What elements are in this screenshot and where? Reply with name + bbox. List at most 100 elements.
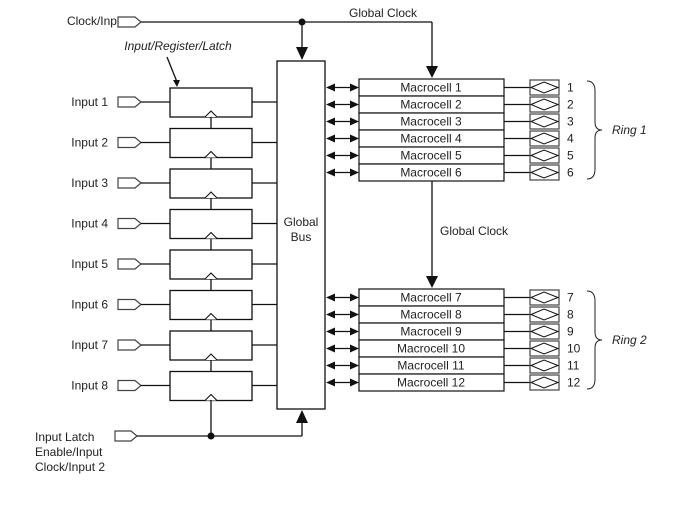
arrow-left-icon <box>326 117 335 126</box>
arrow-right-icon <box>350 378 359 387</box>
clock-triangle-icon <box>204 110 218 118</box>
macrocell-label: Macrocell 12 <box>397 376 465 390</box>
ring-label: Ring 1 <box>612 123 647 137</box>
ring-label: Ring 2 <box>612 333 647 347</box>
arrow-left-icon <box>326 310 335 319</box>
arrow-left-icon <box>326 344 335 353</box>
io-buffer-icon <box>529 115 560 128</box>
clock-triangle-icon <box>204 272 218 280</box>
io-buffer-icon <box>529 325 560 338</box>
arrow-right-icon <box>350 83 359 92</box>
arrow-right-icon <box>350 117 359 126</box>
arrow-left-icon <box>326 378 335 387</box>
arrow-down-icon <box>426 276 438 288</box>
macrocell-label: Macrocell 3 <box>400 115 462 129</box>
input-row: Input 4 <box>71 208 277 250</box>
global-bus-label-line1: Global <box>284 215 319 229</box>
pin-number: 5 <box>567 149 574 163</box>
input-pin-icon <box>117 339 142 351</box>
pin-number: 9 <box>567 325 574 339</box>
io-buffer-icon <box>529 342 560 355</box>
macrocell-label: Macrocell 6 <box>400 166 462 180</box>
io-buffer-icon <box>529 98 560 111</box>
clock-triangle-icon <box>204 191 218 199</box>
input-pin-icon <box>117 258 142 270</box>
arrow-right-icon <box>350 100 359 109</box>
clock-triangle-icon <box>204 393 218 401</box>
input-row: Input 6 <box>71 289 277 331</box>
arrow-right-icon <box>350 344 359 353</box>
input-row: Input 2 <box>71 127 277 169</box>
io-buffer-icon <box>529 132 560 145</box>
input-pin-icon <box>117 217 142 230</box>
io-buffer-icon <box>529 166 560 179</box>
arrow-right-icon <box>350 327 359 336</box>
arrow-left-icon <box>326 168 335 177</box>
pin-number: 2 <box>567 98 574 112</box>
macrocell-label: Macrocell 10 <box>397 342 465 356</box>
pin-number: 6 <box>567 166 574 180</box>
io-buffer-icon <box>529 291 560 304</box>
input-pin-icon <box>117 136 142 149</box>
arrow-right-icon <box>350 168 359 177</box>
io-buffer-icon <box>529 149 560 162</box>
arrow-left-icon <box>326 100 335 109</box>
arrow-right-icon <box>350 310 359 319</box>
input-row: Input 3 <box>71 168 277 210</box>
input-label: Input 2 <box>71 136 108 150</box>
io-buffer-icon <box>529 376 560 389</box>
arrow-left-icon <box>326 293 335 302</box>
input-label: Input 8 <box>71 379 108 393</box>
input-pin-icon <box>117 96 142 108</box>
arrow-left-icon <box>326 151 335 160</box>
input-pin-icon <box>117 177 142 189</box>
input-label: Input 4 <box>71 217 108 231</box>
input-pin-icon <box>117 379 142 392</box>
arrow-up-icon <box>296 410 308 423</box>
pin-number: 7 <box>567 291 574 305</box>
pin-number: 4 <box>567 132 574 146</box>
io-buffer-icon <box>529 81 560 94</box>
clock-input-1-pin-icon <box>117 16 142 28</box>
input-row: Input 5 <box>71 249 277 291</box>
arrow-left-icon <box>326 361 335 370</box>
arrow-right-icon <box>350 361 359 370</box>
pointer-arrow-icon <box>173 80 180 87</box>
input-pin-icon <box>117 298 142 311</box>
clock-triangle-icon <box>204 353 218 361</box>
caption-pointer <box>166 56 178 83</box>
io-buffer-icon <box>529 308 560 321</box>
pin-number: 8 <box>567 308 574 322</box>
clock-triangle-icon <box>204 150 218 158</box>
latch-label-line3: Clock/Input 2 <box>35 460 105 474</box>
io-buffer-icon <box>529 359 560 372</box>
pin-number: 3 <box>567 115 574 129</box>
arrow-down-icon <box>426 66 438 78</box>
arrow-left-icon <box>326 134 335 143</box>
macrocell-label: Macrocell 1 <box>400 81 462 95</box>
macrocell-label: Macrocell 9 <box>400 325 462 339</box>
macrocell-label: Macrocell 4 <box>400 132 462 146</box>
macrocell-label: Macrocell 7 <box>400 291 462 305</box>
register-caption: Input/Register/Latch <box>124 39 232 53</box>
pin-number: 11 <box>567 359 580 373</box>
clock-triangle-icon <box>204 231 218 239</box>
latch-label-line1: Input Latch <box>35 430 94 444</box>
latch-pin-icon <box>114 430 138 442</box>
input-label: Input 1 <box>71 95 108 109</box>
clock-triangle-icon <box>204 312 218 320</box>
pin-number: 10 <box>567 342 581 356</box>
input-row: Input 7 <box>71 330 277 372</box>
register-block <box>169 208 253 240</box>
global-bus-label-line2: Bus <box>291 230 312 244</box>
arrow-left-icon <box>326 327 335 336</box>
input-label: Input 7 <box>71 338 108 352</box>
latch-label-line2: Enable/Input <box>35 445 103 459</box>
macrocell-label: Macrocell 5 <box>400 149 462 163</box>
arrow-left-icon <box>326 83 335 92</box>
global-bus-block <box>276 60 326 410</box>
